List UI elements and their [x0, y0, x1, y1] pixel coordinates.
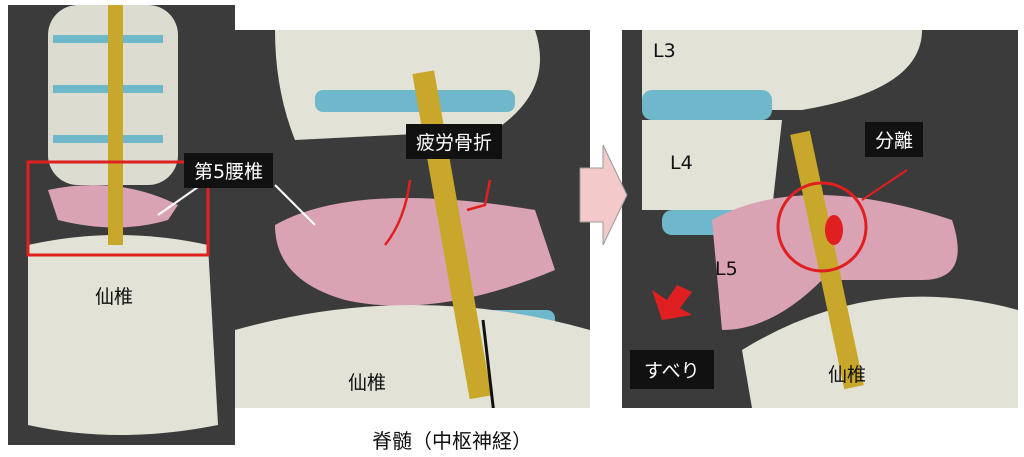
stress-fracture-label: 疲労骨折 [406, 124, 503, 159]
left-panel-spine-overview [8, 5, 235, 445]
fifth-lumbar-label: 第5腰椎 [184, 153, 274, 188]
l5-label: L5 [715, 258, 738, 280]
sacrum-label-middle: 仙椎 [348, 372, 387, 394]
sacrum-label-left: 仙椎 [95, 286, 134, 308]
slip-label: すべり [630, 350, 714, 389]
closeup-illustration [235, 30, 590, 408]
spine-illustration [26, 5, 218, 435]
right-panel-spondylolisthesis [622, 30, 1018, 408]
sacrum-label-right: 仙椎 [828, 364, 867, 386]
slip-illustration [642, 30, 1018, 408]
l4-label: L4 [670, 152, 693, 174]
l3-label: L3 [653, 40, 676, 62]
spinal-cord-label: 脊髄（中枢神経） [372, 429, 532, 453]
middle-panel-closeup [235, 30, 590, 408]
separation-label: 分離 [865, 122, 924, 157]
